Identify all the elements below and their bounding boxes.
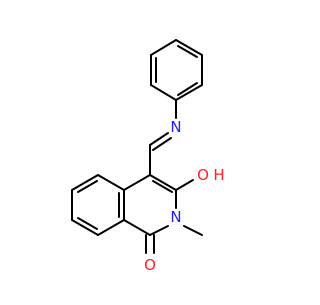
structure-svg: N O H N O: [71, 39, 225, 274]
bond-n-ch-b: [152, 137, 172, 151]
bond-c4-c3-b: [152, 180, 173, 193]
bond-n2-me: [183, 225, 203, 236]
atom-label-n-ring: N: [170, 208, 181, 226]
bond-c5-c6: [71, 174, 99, 191]
bonds: [71, 39, 203, 254]
bond-ph5-ph6: [175, 39, 203, 56]
bond-benzo-inner-3: [77, 217, 98, 230]
atom-label-n-imine: N: [170, 118, 181, 136]
bond-n-ch-a: [149, 132, 169, 146]
bond-ph-inner-3: [177, 45, 198, 58]
bond-c8-c8a: [97, 219, 125, 236]
bond-ph-inner-2: [177, 82, 198, 96]
bond-benzo-inner-2: [77, 180, 98, 193]
bond-c4-c3-a: [149, 174, 177, 191]
bond-c4a-c4: [123, 174, 151, 191]
bond-ph2-ph3: [150, 84, 177, 101]
bond-c3-o: [175, 179, 194, 191]
atom-label-o-carbonyl: O: [144, 256, 156, 274]
molecule-diagram: N O H N O: [71, 39, 225, 274]
bond-c4a-c5: [97, 174, 125, 191]
bond-n2-c1: [149, 225, 169, 236]
bond-c7-c8: [71, 219, 99, 236]
atom-label-h-hydroxyl: H: [213, 166, 224, 184]
atom-labels: N O H N O: [144, 118, 225, 274]
bond-c1-c8a: [123, 219, 151, 236]
bond-ph3-ph4: [175, 84, 203, 101]
atom-label-o-hydroxyl: O: [197, 166, 209, 184]
bond-ph6-ph1: [150, 39, 177, 56]
